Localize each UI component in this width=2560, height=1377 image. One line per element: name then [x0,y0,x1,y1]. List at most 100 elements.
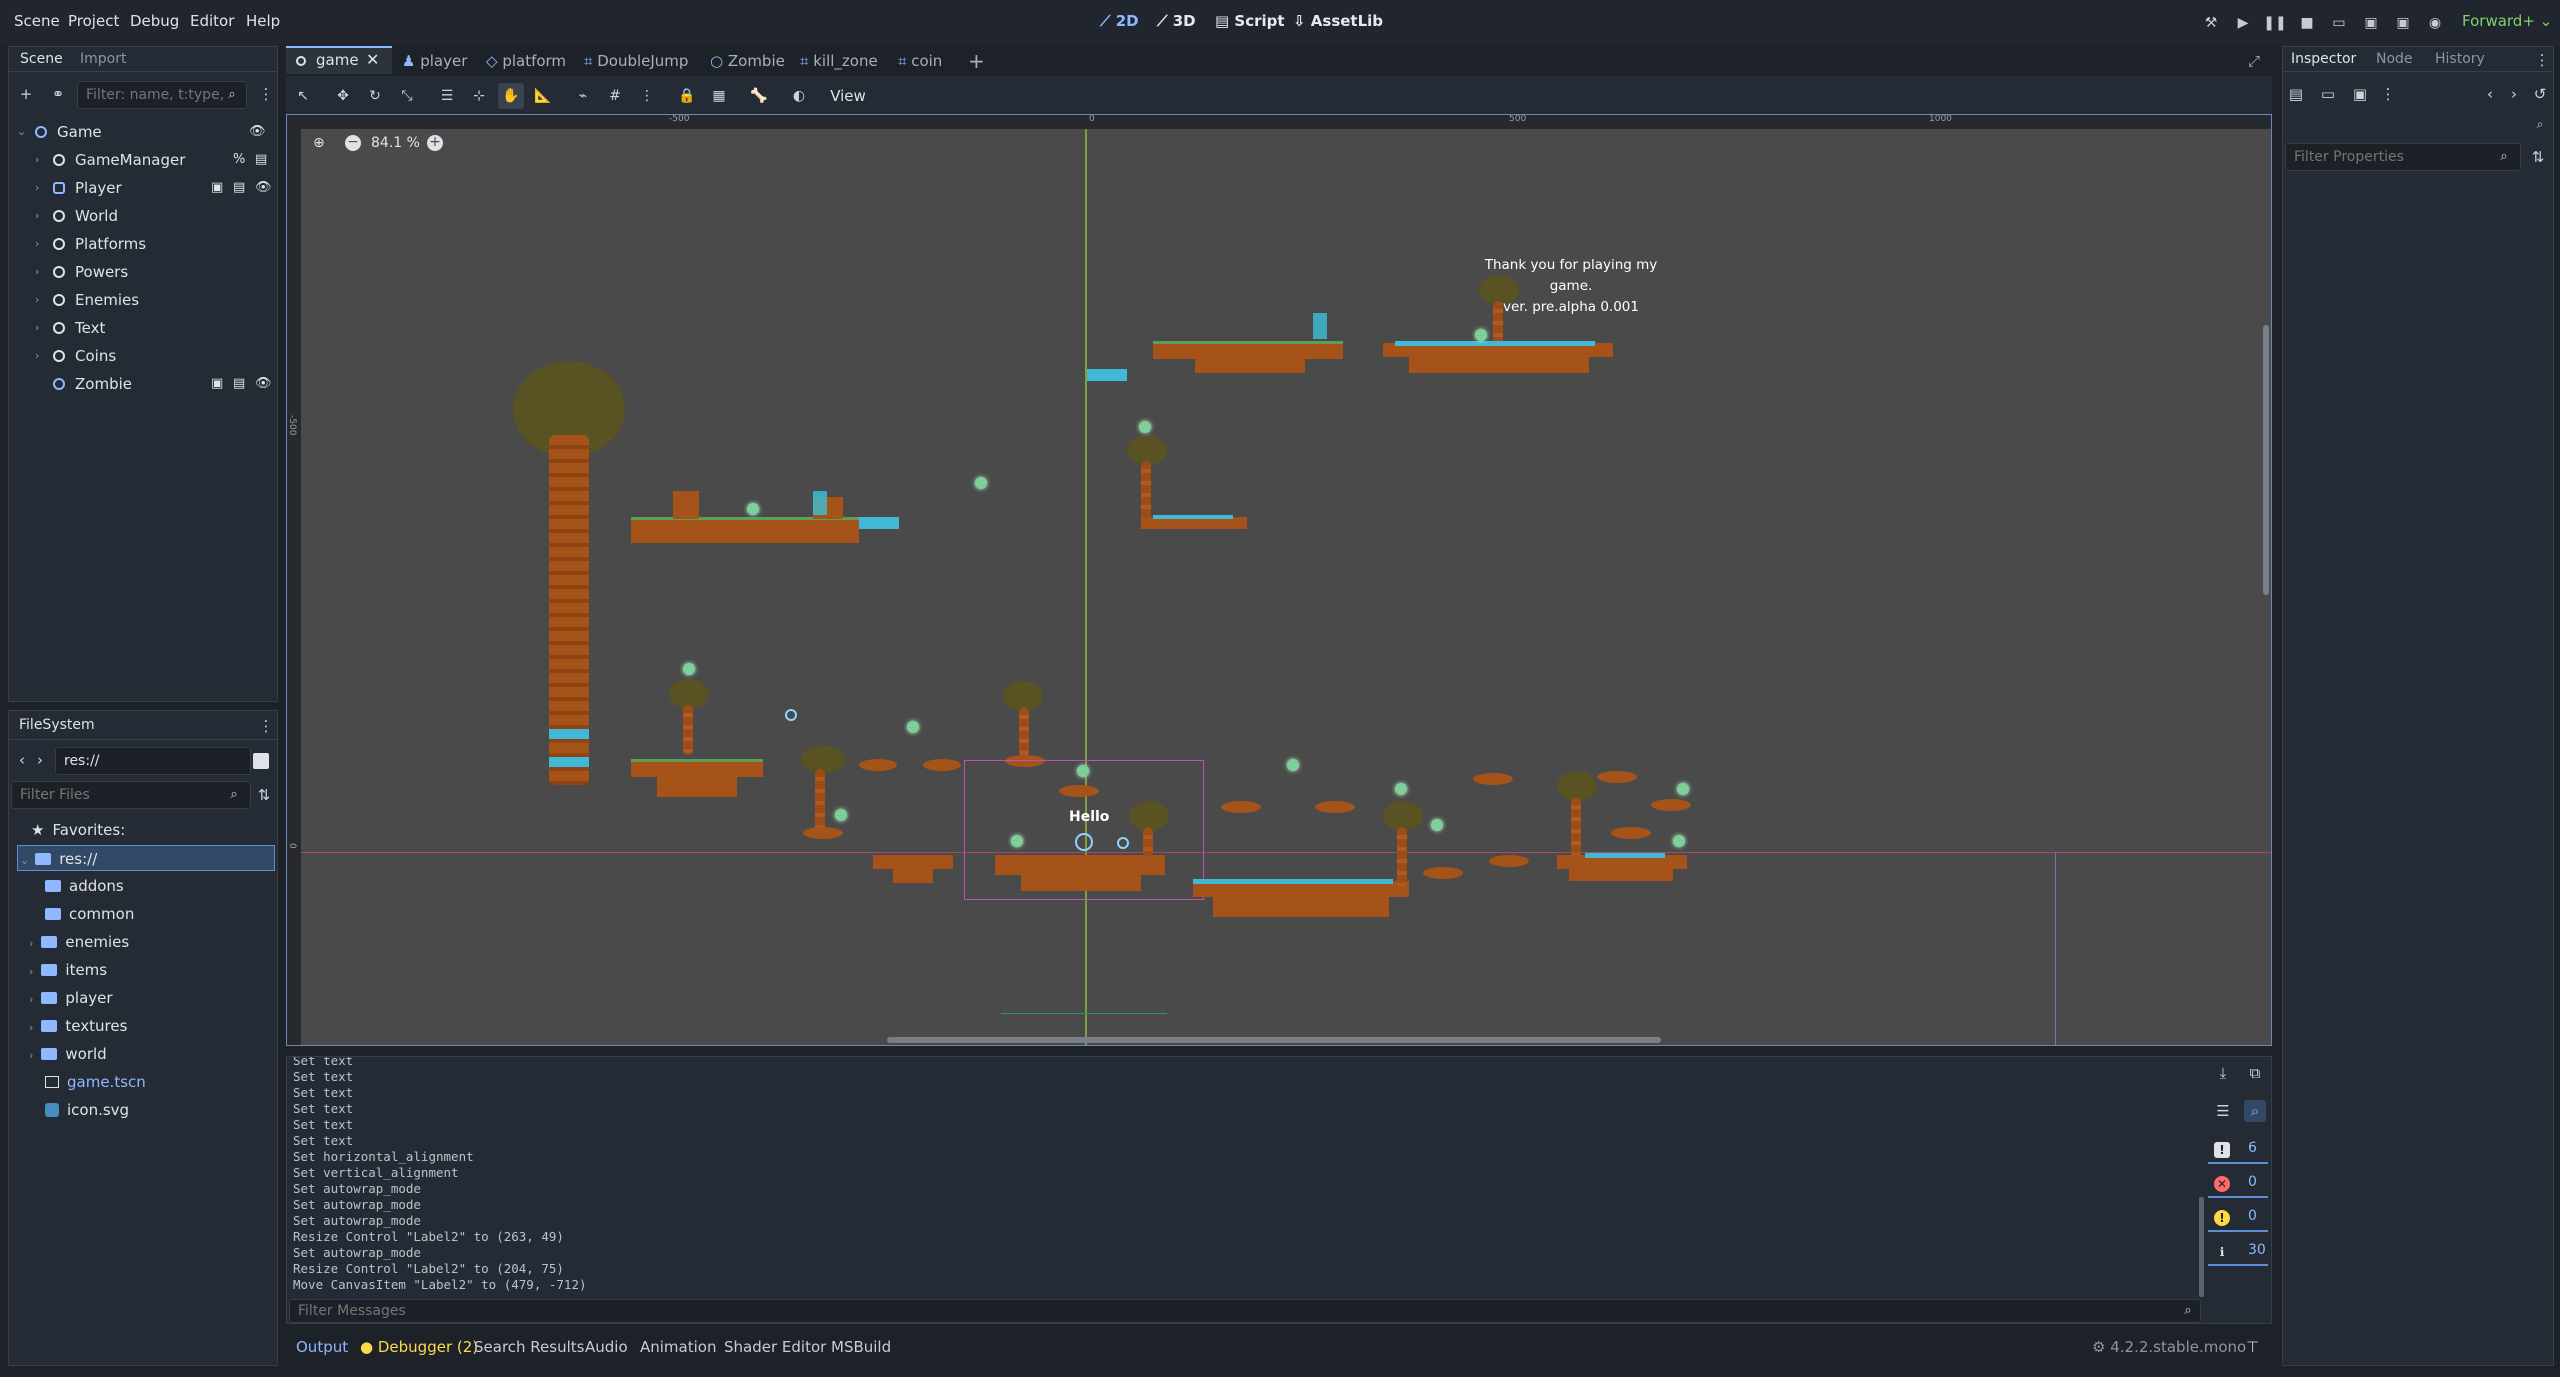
zoom-out-icon[interactable]: − [345,135,361,151]
filter-messages-input[interactable] [289,1299,2201,1323]
tab-animation[interactable]: Animation [640,1338,717,1356]
forward-icon[interactable]: › [2511,85,2517,103]
tab-output[interactable]: Output [296,1338,349,1356]
log-scrollbar[interactable] [2199,1197,2204,1297]
ruler-tool-icon[interactable]: 📐 [534,88,552,104]
folder-addons[interactable]: addons [45,873,124,899]
res-root-row[interactable]: ⌄res:// [17,845,275,871]
tab-game[interactable]: game ✕ [286,46,392,74]
more-icon[interactable]: ⋮ [2534,51,2550,69]
close-icon[interactable]: ✕ [366,50,380,69]
tree-node-powers[interactable]: › Powers [27,259,285,285]
folder-player[interactable]: ›player [29,989,113,1007]
renderer-select[interactable]: Forward+ ⌄ [2462,12,2553,30]
mode-3d-button[interactable]: ⟋ 3D [1157,12,1196,30]
hello-label[interactable]: Hello [1069,809,1110,825]
filter-files-input[interactable] [11,781,251,809]
vertical-scrollbar[interactable] [2263,325,2269,595]
script-icon[interactable]: ▤ [233,180,246,195]
menu-help[interactable]: Help [246,12,281,30]
tab-scene[interactable]: Scene [20,51,63,67]
visibility-icon[interactable]: 👁 [255,376,272,391]
snap-options-icon[interactable]: ⋮ [640,88,654,104]
pause-icon[interactable]: ❚❚ [2263,15,2287,31]
zoom-in-icon[interactable]: + [427,135,443,151]
mode-script-button[interactable]: ▤ Script [1215,12,1285,30]
file-game-tscn[interactable]: game.tscn [45,1069,146,1095]
tab-coin[interactable]: ⌗ coin [898,52,943,70]
copy-output-icon[interactable]: ⧉ [2249,1064,2261,1082]
unique-name-icon[interactable]: % [233,152,246,167]
rotate-tool-icon[interactable]: ↻ [369,88,381,104]
tab-history[interactable]: History [2435,51,2485,67]
add-tab-icon[interactable]: + [968,49,985,73]
tab-player[interactable]: ♟ player [402,52,468,70]
new-resource-icon[interactable]: ▤ [2288,85,2304,103]
tree-node-text[interactable]: › Text [27,315,285,341]
tab-inspector[interactable]: Inspector [2291,51,2357,67]
folder-items[interactable]: ›items [29,961,108,979]
message-counter[interactable]: !6 [2208,1136,2268,1164]
link-icon[interactable]: ⚭ [51,85,65,103]
folder-world[interactable]: ›world [29,1045,107,1063]
tab-filesystem[interactable]: FileSystem [19,717,95,733]
tree-node-enemies[interactable]: › Enemies [27,287,285,313]
menu-editor[interactable]: Editor [190,12,235,30]
list-select-icon[interactable]: ☰ [440,88,454,104]
view-menu-button[interactable]: View [830,87,866,105]
menu-project[interactable]: Project [68,12,120,30]
tab-debugger[interactable]: ● Debugger (2) [360,1338,479,1356]
favorites-row[interactable]: ★Favorites: [31,821,126,839]
tab-platform[interactable]: ◇ platform [486,52,567,70]
forward-icon[interactable]: › [37,751,43,769]
tab-kill-zone[interactable]: ⌗ kill_zone [800,52,878,70]
tree-node-gamemanager[interactable]: › GameManager % ▤ [27,147,285,173]
select-tool-icon[interactable]: ↖ [297,88,309,104]
tree-node-player[interactable]: › Player ▣ ▤ 👁 [27,175,285,201]
smart-snap-icon[interactable]: ⌁ [578,88,588,104]
play-scene-icon[interactable]: ▣ [2364,15,2378,31]
search-toggle-icon[interactable]: ⌕ [2244,1100,2266,1122]
path-field[interactable]: res:// [55,747,251,775]
folder-textures[interactable]: ›textures [29,1017,128,1035]
tab-zombie[interactable]: ○ Zombie [710,52,785,70]
pan-tool-icon[interactable]: ✋ [498,83,524,109]
history-icon[interactable]: ↺ [2533,85,2547,103]
error-counter[interactable]: ✕0 [2208,1170,2268,1198]
menu-debug[interactable]: Debug [130,12,180,30]
more-icon[interactable]: ⋮ [258,717,274,735]
thanks-label[interactable]: Thank you for playing my game. ver. pre.… [1484,257,1658,315]
tree-node-coins[interactable]: › Coins [27,343,285,369]
more-icon[interactable]: ⋮ [258,85,274,103]
tab-audio[interactable]: Audio [585,1338,628,1356]
visibility-icon[interactable]: 👁 [249,124,266,139]
movie-maker-icon[interactable]: ◉ [2428,15,2442,31]
mode-2d-button[interactable]: ⟋ 2D [1100,12,1139,30]
more-icon[interactable]: ⋮ [2380,85,2396,103]
tab-node[interactable]: Node [2376,51,2413,67]
warning-counter[interactable]: !0 [2208,1204,2268,1232]
zoom-level[interactable]: 84.1 % [371,135,420,151]
center-view-icon[interactable]: ⊕ [313,135,325,151]
tree-node-zombie[interactable]: Zombie ▣ ▤ 👁 [27,371,285,397]
save-icon[interactable]: ▣ [2352,85,2368,103]
pivot-tool-icon[interactable]: ⊹ [473,88,485,104]
clear-output-icon[interactable]: ⤓ [2219,1064,2227,1082]
back-icon[interactable]: ‹ [19,751,25,769]
tab-msbuild[interactable]: MSBuild [831,1338,892,1356]
tab-import[interactable]: Import [80,51,127,67]
tab-search-results[interactable]: Search Results [474,1338,585,1356]
file-icon-svg[interactable]: icon.svg [45,1097,129,1123]
tree-node-world[interactable]: › World [27,203,285,229]
script-icon[interactable]: ▤ [255,152,268,167]
object-icon[interactable]: ⌕ [2536,117,2544,131]
horizontal-scrollbar[interactable] [887,1037,1661,1043]
visibility-icon[interactable]: 👁 [255,180,272,195]
tab-doublejump[interactable]: ⌗ DoubleJump [584,52,689,70]
scene-filter-input[interactable] [77,81,247,109]
filter-properties-input[interactable] [2285,143,2521,171]
remote-debug-icon[interactable]: ▭ [2332,15,2346,31]
pin-panel-icon[interactable]: ⊤ [2246,1338,2260,1356]
lock-icon[interactable]: 🔒 [678,88,696,104]
stop-icon[interactable]: ■ [2300,15,2314,31]
